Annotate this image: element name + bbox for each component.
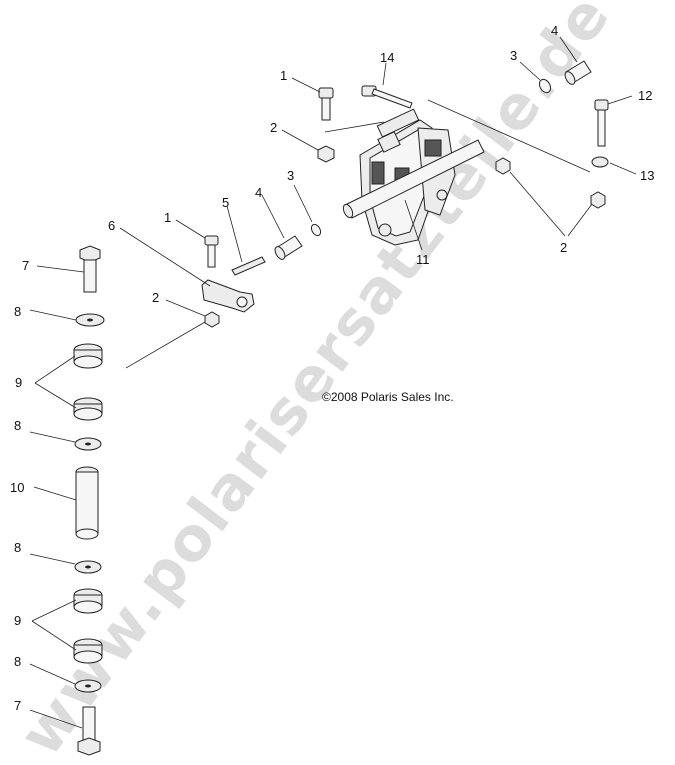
callout-1b: 1 — [164, 210, 171, 225]
bolt-7-top — [79, 245, 101, 293]
callout-4a: 4 — [255, 185, 262, 200]
callout-13: 13 — [640, 168, 654, 183]
callout-2c: 2 — [560, 240, 567, 255]
bolt-1-mid — [204, 235, 219, 268]
callout-8d: 8 — [14, 654, 21, 669]
callout-3a: 3 — [287, 168, 294, 183]
callout-7b: 7 — [14, 698, 21, 713]
bushing-9-top-a — [73, 343, 103, 369]
key-5 — [231, 256, 266, 276]
callout-9b: 9 — [14, 613, 21, 628]
callout-8c: 8 — [14, 540, 21, 555]
callout-14: 14 — [380, 50, 394, 65]
arm-6 — [201, 279, 255, 313]
bushing-9-bottom-a — [73, 588, 103, 614]
callout-10: 10 — [10, 480, 24, 495]
callout-5: 5 — [222, 195, 229, 210]
callout-12: 12 — [638, 88, 652, 103]
bushing-4-top — [564, 60, 592, 85]
nut-2-right-b — [590, 191, 606, 209]
bushing-9-top-b — [73, 397, 103, 421]
o-ring-3-top — [538, 78, 552, 94]
callout-3b: 3 — [510, 48, 517, 63]
callout-8b: 8 — [14, 418, 21, 433]
copyright-text: ©2008 Polaris Sales Inc. — [322, 390, 454, 404]
bushing-4-mid — [274, 235, 303, 260]
callout-2a: 2 — [270, 120, 277, 135]
spacer-10 — [75, 466, 99, 540]
bolt-12 — [594, 99, 609, 147]
washer-13 — [591, 156, 609, 168]
nut-2-top — [317, 145, 335, 163]
pin-14 — [361, 85, 413, 109]
bracket-assembly — [342, 108, 485, 246]
callout-9a: 9 — [15, 375, 22, 390]
callout-7a: 7 — [22, 258, 29, 273]
callout-6: 6 — [108, 218, 115, 233]
nut-2-right-a — [495, 157, 511, 175]
callout-8a: 8 — [14, 304, 21, 319]
bolt-1-top — [318, 87, 334, 121]
callout-11: 11 — [416, 252, 430, 267]
bolt-7-bottom — [77, 706, 101, 756]
nut-2-mid — [204, 311, 220, 328]
o-ring-3-mid — [310, 223, 322, 237]
bushing-9-bottom-b — [73, 638, 103, 664]
callout-2b: 2 — [152, 290, 159, 305]
callout-1a: 1 — [280, 68, 287, 83]
callout-4b: 4 — [551, 23, 558, 38]
